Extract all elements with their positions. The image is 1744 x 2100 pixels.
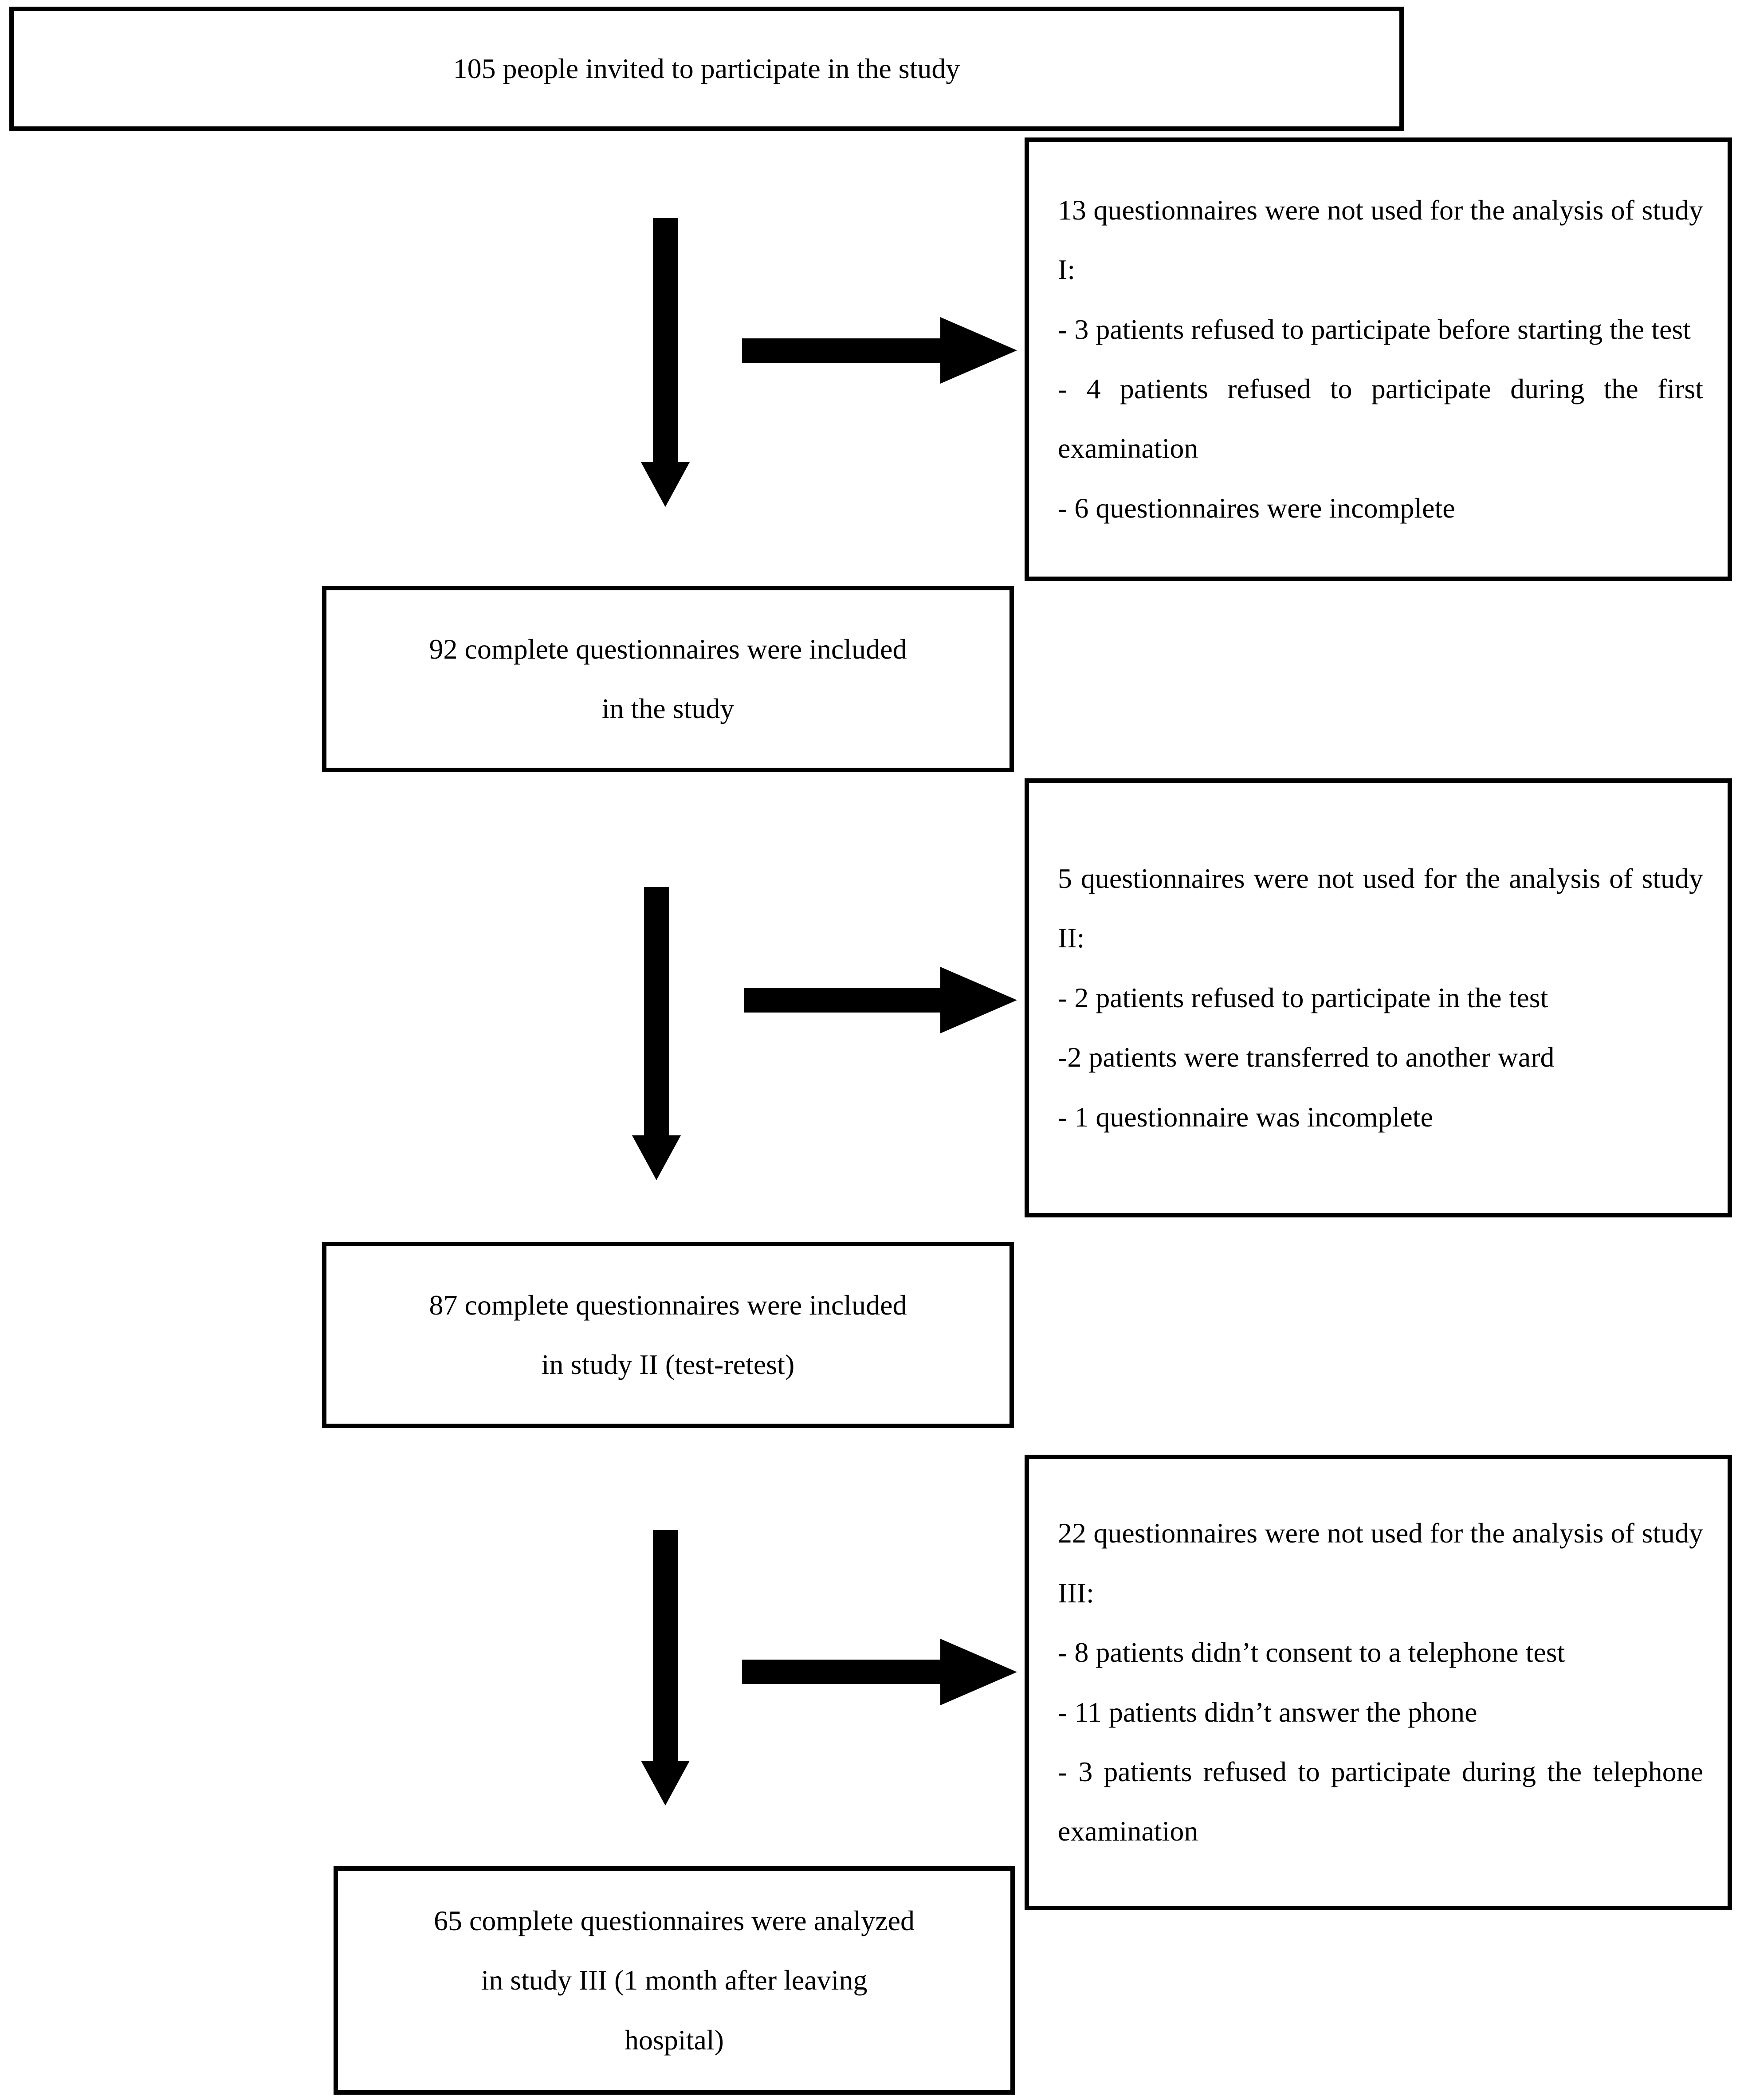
included-study1-text: 92 complete questionnaires were included… xyxy=(429,633,907,724)
excluded-study1-box: 13 questionnaires were not used for the … xyxy=(1025,137,1732,581)
analyzed-study3-box: 65 complete questionnaires were analyzed… xyxy=(334,1866,1015,2095)
down-arrowhead-icon xyxy=(632,1135,681,1180)
included-study2-box: 87 complete questionnaires were included… xyxy=(322,1242,1014,1428)
right-arrowhead-icon xyxy=(940,1639,1017,1705)
excluded-study1-text: 13 questionnaires were not used for the … xyxy=(1058,194,1703,524)
right-arrow-icon xyxy=(742,338,942,363)
included-study2-text: 87 complete questionnaires were included… xyxy=(429,1289,907,1380)
included-study1-box: 92 complete questionnaires were included… xyxy=(322,586,1014,772)
analyzed-study3-text: 65 complete questionnaires were analyzed… xyxy=(434,1904,915,2056)
down-arrow-icon xyxy=(653,1530,678,1763)
right-arrowhead-icon xyxy=(940,967,1017,1033)
down-arrowhead-icon xyxy=(641,1761,690,1806)
excluded-study2-text: 5 questionnaires were not used for the a… xyxy=(1058,863,1703,1133)
right-arrow-icon xyxy=(742,1660,942,1684)
invited-text: 105 people invited to participate in the… xyxy=(453,52,960,84)
right-arrow-icon xyxy=(744,988,942,1013)
excluded-study3-text: 22 questionnaires were not used for the … xyxy=(1058,1517,1703,1847)
excluded-study3-box: 22 questionnaires were not used for the … xyxy=(1025,1455,1732,1910)
excluded-study2-box: 5 questionnaires were not used for the a… xyxy=(1025,778,1732,1217)
down-arrow-icon xyxy=(644,887,669,1138)
down-arrowhead-icon xyxy=(641,462,690,507)
invited-box: 105 people invited to participate in the… xyxy=(9,7,1404,131)
right-arrowhead-icon xyxy=(940,317,1017,384)
down-arrow-icon xyxy=(653,218,678,464)
